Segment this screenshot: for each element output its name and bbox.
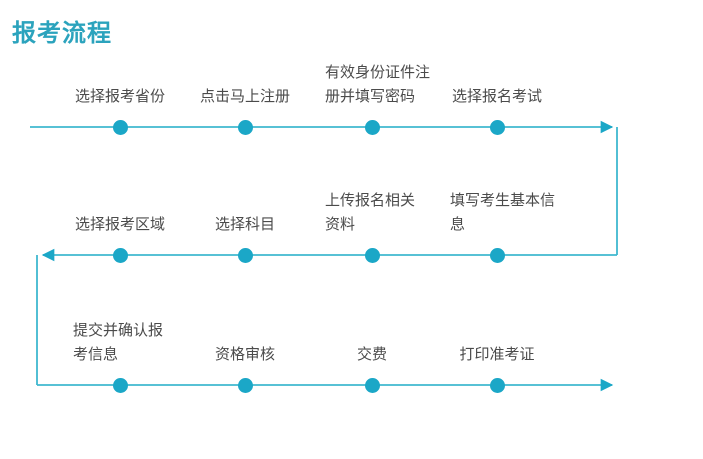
flow-step-label-3: 有效身份证件注 册并填写密码 <box>325 63 431 105</box>
flow-step-label-10: 资格审核 <box>214 345 276 363</box>
flow-node-dot-9[interactable] <box>112 377 128 393</box>
flow-step-label-1: 选择报考省份 <box>74 87 166 105</box>
flow-step-label-12: 打印准考证 <box>459 345 535 363</box>
flow-node-dot-2[interactable] <box>237 119 253 135</box>
flow-node-dot-12[interactable] <box>489 377 505 393</box>
flow-step-label-11: 交费 <box>356 345 388 363</box>
flow-step-label-8: 填写考生基本信 息 <box>450 191 556 233</box>
flow-step-label-4: 选择报名考试 <box>451 87 543 105</box>
page-title: 报考流程 <box>12 19 112 47</box>
flow-node-dot-11[interactable] <box>364 377 380 393</box>
flow-step-label-2: 点击马上注册 <box>199 87 291 105</box>
flow-node-dot-5[interactable] <box>112 247 128 263</box>
flow-node-dot-1[interactable] <box>112 119 128 135</box>
flow-step-label-6: 选择科目 <box>214 215 276 233</box>
flow-step-label-5: 选择报考区域 <box>74 215 166 233</box>
flow-node-dot-3[interactable] <box>364 119 380 135</box>
flow-node-dot-6[interactable] <box>237 247 253 263</box>
flow-node-dot-8[interactable] <box>489 247 505 263</box>
flow-node-dot-7[interactable] <box>364 247 380 263</box>
flow-step-label-9: 提交并确认报 考信息 <box>73 321 164 363</box>
flow-node-dot-10[interactable] <box>237 377 253 393</box>
flow-step-label-7: 上传报名相关 资料 <box>325 191 416 233</box>
flow-node-dot-4[interactable] <box>489 119 505 135</box>
